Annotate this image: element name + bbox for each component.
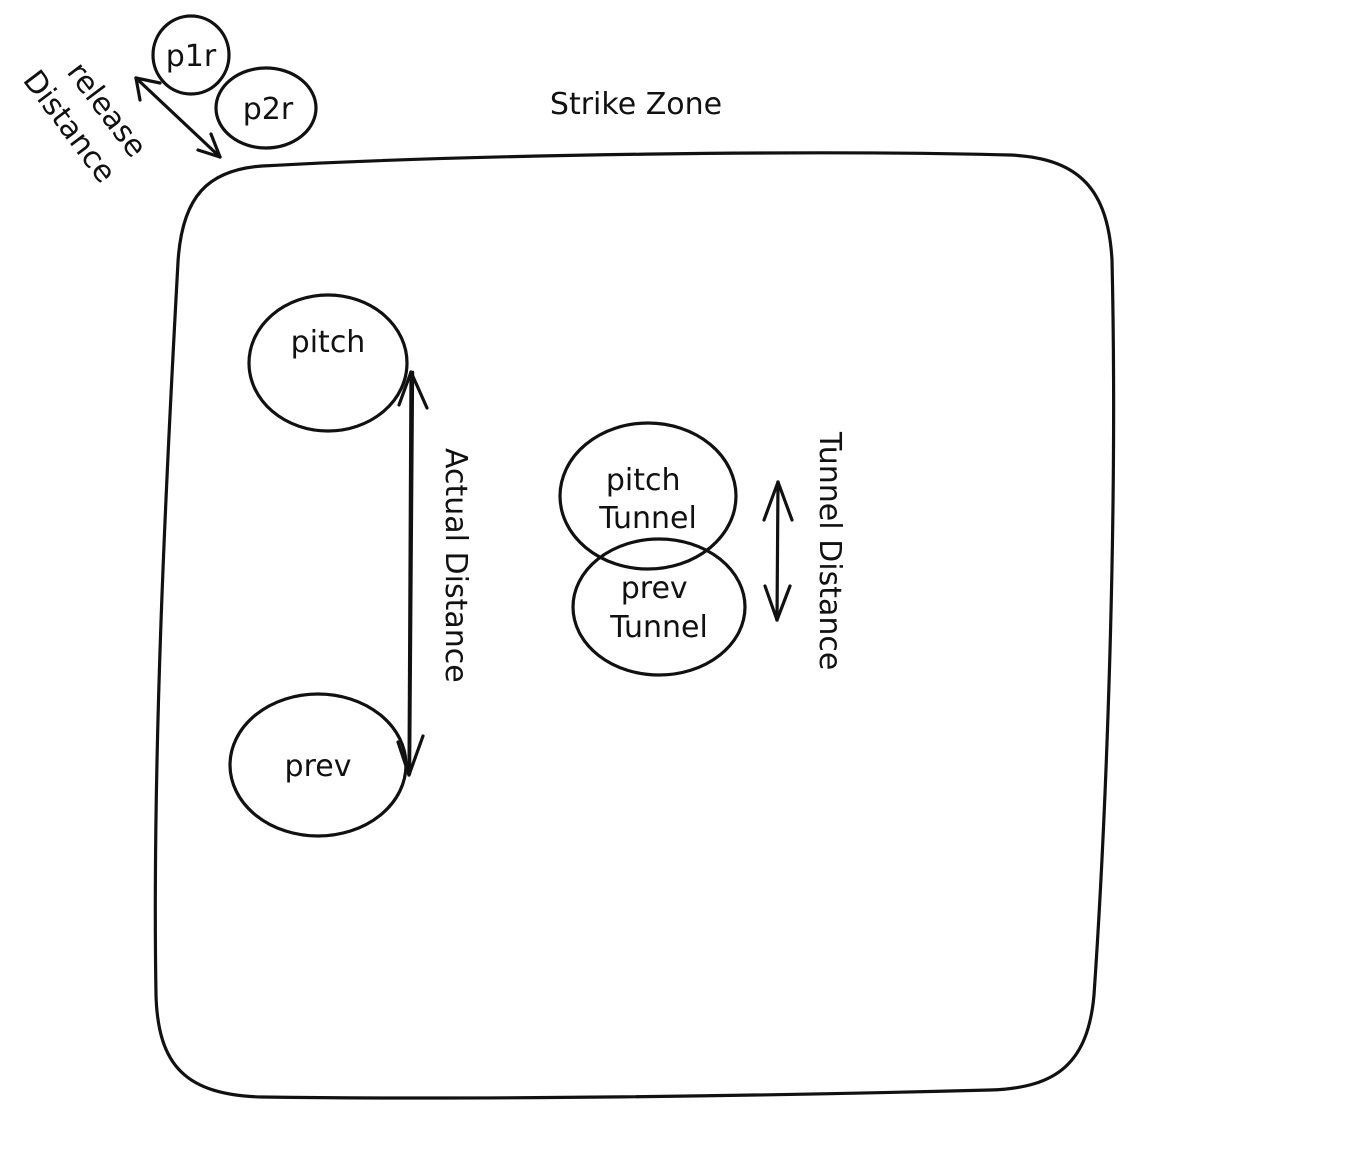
release-distance-arrow	[134, 76, 222, 159]
pitch-node	[247, 293, 409, 433]
strike-zone-box	[153, 151, 1116, 1100]
pitch-tunnel-label: pitch Tunnel	[598, 463, 697, 536]
tunnel-distance-arrow	[762, 480, 794, 622]
strike-zone-title: Strike Zone	[550, 87, 722, 122]
prev-tunnel-line-1: prev	[621, 571, 688, 606]
prev-tunnel-line-2: Tunnel	[609, 610, 708, 645]
pitch-label: pitch	[291, 325, 366, 360]
prev-tunnel-label: prev Tunnel	[609, 571, 708, 645]
actual-distance-label: Actual Distance	[438, 448, 473, 683]
p2r-node	[214, 66, 318, 150]
p2r-label: p2r	[243, 92, 294, 127]
pitch-tunnel-line-2: Tunnel	[598, 501, 697, 536]
prev-label: prev	[285, 749, 352, 784]
tunnel-distance-label: Tunnel Distance	[812, 431, 847, 670]
p1r-node	[151, 14, 231, 96]
pitch-tunnel-line-1: pitch	[606, 463, 681, 498]
release-distance-label: release Distance	[16, 40, 160, 196]
prev-tunnel-node	[571, 537, 747, 677]
pitch-tunnel-node	[558, 421, 738, 571]
p1r-label: p1r	[166, 39, 217, 74]
actual-distance-arrow	[396, 370, 429, 777]
